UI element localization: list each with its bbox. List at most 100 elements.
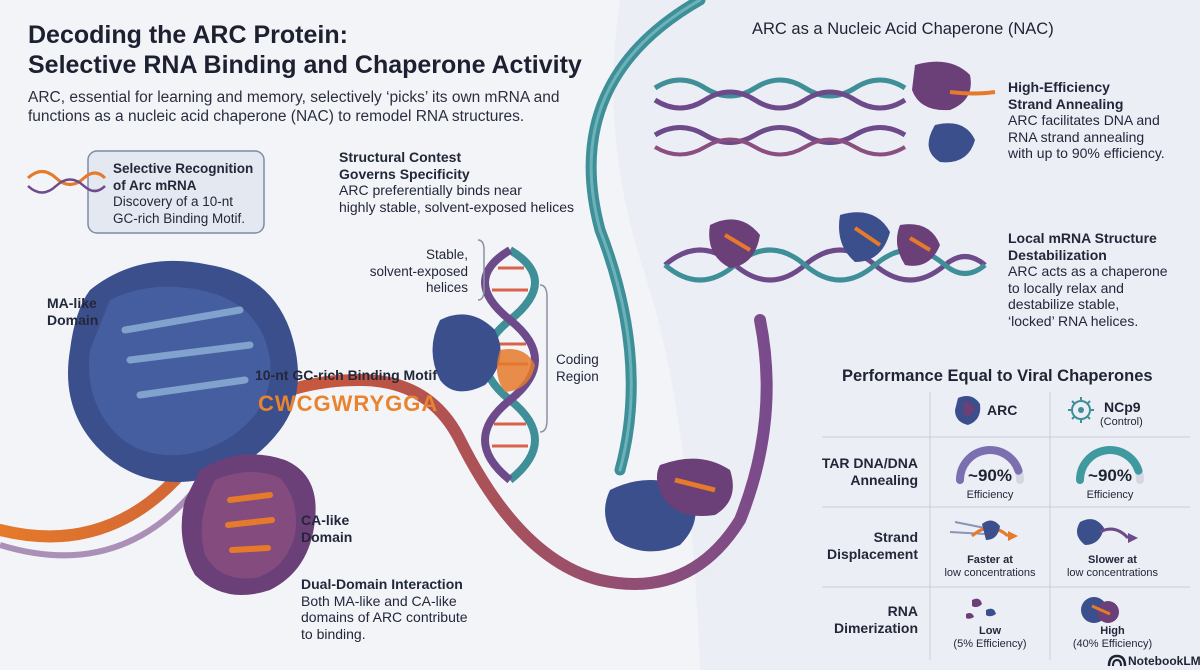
ncp9-annealing-value: ~90% xyxy=(1088,466,1132,485)
rna-strand-icon xyxy=(26,170,107,194)
arc-protein-on-strand xyxy=(605,458,733,552)
arc-displacement-arrow-icon xyxy=(949,520,1018,541)
destabilization-text: Local mRNA Structure Destabilization ARC… xyxy=(1008,230,1168,329)
selective-title-2: of Arc mRNA xyxy=(113,177,197,193)
brand-logo-icon xyxy=(1107,654,1127,667)
coding-label-1: Coding xyxy=(556,352,599,367)
coding-label-2: Region xyxy=(556,368,599,384)
ca-domain-label: CA-like Domain xyxy=(301,512,352,545)
ncp9-displacement-note-2: low concentrations xyxy=(1066,567,1159,579)
col-header-ncp9: NCp9 xyxy=(1104,399,1141,415)
arc-dimerization-note: Low (5% Efficiency) xyxy=(940,625,1040,651)
dual-body-3: to binding. xyxy=(301,625,366,642)
structural-contest-text: Structural Contest Governs Specificity A… xyxy=(339,149,574,215)
ncp9-dimerization-note-2: (40% Efficiency) xyxy=(1072,638,1153,650)
arc-displacement-note-1: Faster at xyxy=(967,554,1013,566)
brand-name: NotebookLM xyxy=(1128,654,1200,668)
destab-title-2: Destabilization xyxy=(1008,246,1107,263)
selective-title-1: Selective Recognition xyxy=(113,161,254,176)
strand-annealing-illustration xyxy=(653,61,996,163)
ncp9-displacement-note: Slower at low concentrations xyxy=(1055,554,1170,580)
annealing-title-2: Strand Annealing xyxy=(1008,95,1124,112)
performance-table-grid xyxy=(822,392,1190,660)
arc-displacement-note-2: low concentrations xyxy=(944,567,1036,579)
annealing-body-3: with up to 90% efficiency. xyxy=(1008,145,1165,161)
coding-region-label: Coding Region xyxy=(556,352,599,385)
ncp9-dimerization-note: High (40% Efficiency) xyxy=(1055,625,1170,651)
stable-label-2: solvent-exposed xyxy=(369,263,468,279)
annealing-title-1: High-Efficiency xyxy=(1008,79,1110,95)
stable-label-3: helices xyxy=(425,280,468,295)
ncp9-displacement-note-1: Slower at xyxy=(1088,554,1137,566)
structural-title-1: Structural Contest xyxy=(339,149,462,165)
row-annealing-label-2: Annealing xyxy=(850,472,918,488)
ca-like-domain-illustration xyxy=(181,454,316,595)
arc-annealing-gauge xyxy=(956,446,1024,484)
annealing-text: High-Efficiency Strand Annealing ARC fac… xyxy=(1008,79,1165,162)
performance-heading: Performance Equal to Viral Chaperones xyxy=(842,367,1153,385)
intro-line-1: ARC, essential for learning and memory, … xyxy=(28,89,560,106)
coding-region-bracket xyxy=(539,284,548,433)
dual-body-1: Both MA-like and CA-like xyxy=(301,592,457,609)
destab-title-1: Local mRNA Structure xyxy=(1008,230,1157,246)
row-annealing-label: TAR DNA/DNA Annealing xyxy=(810,455,918,489)
selective-recognition-box xyxy=(87,150,265,234)
dual-title: Dual-Domain Interaction xyxy=(301,576,463,592)
ca-label-1: CA-like xyxy=(301,512,350,528)
row-dimerization-label-1: RNA xyxy=(887,603,918,619)
selective-recognition-text: Selective Recognition of Arc mRNA Discov… xyxy=(113,161,253,227)
intro-line-2: functions as a nucleic acid chaperone (N… xyxy=(28,108,525,125)
row-displacement-label-1: Strand xyxy=(873,529,918,545)
annealing-body-1: ARC facilitates DNA and xyxy=(1008,112,1160,128)
col-header-ncp9-sub: (Control) xyxy=(1100,416,1143,428)
ncp9-dimerization-icon xyxy=(1081,597,1119,623)
arc-dimerization-note-1: Low xyxy=(979,625,1001,637)
dual-domain-text: Dual-Domain Interaction Both MA-like and… xyxy=(301,576,468,642)
annealing-body-2: RNA strand annealing xyxy=(1008,128,1145,145)
stable-helices-label: Stable, solvent-exposed helices xyxy=(356,247,468,297)
ncp9-dimerization-note-1: High xyxy=(1100,625,1125,637)
structural-body-2: highly stable, solvent-exposed helices xyxy=(339,198,575,215)
col-header-arc: ARC xyxy=(987,402,1018,418)
title-line-1: Decoding the ARC Protein: xyxy=(28,21,348,49)
ma-like-domain-illustration xyxy=(68,260,298,482)
ncp9-annealing-gauge xyxy=(1076,446,1144,484)
selective-body-2: GC-rich Binding Motif. xyxy=(113,210,246,226)
coding-region-helix xyxy=(432,246,539,484)
arc-displacement-note: Faster at low concentrations xyxy=(935,554,1045,580)
ma-label-1: MA-like xyxy=(47,295,97,311)
row-displacement-label-2: Displacement xyxy=(826,546,918,562)
page-title: Decoding the ARC Protein: Selective RNA … xyxy=(28,20,582,80)
motif-label: 10-nt GC-rich Binding Motif xyxy=(255,367,437,383)
virus-icon xyxy=(1068,397,1094,423)
ma-domain-label: MA-like Domain xyxy=(47,295,98,328)
arc-annealing-value: ~90% xyxy=(968,466,1012,485)
row-dimerization-label-2: Dimerization xyxy=(833,620,918,636)
arc-protein-icon xyxy=(955,396,981,425)
destabilization-illustration xyxy=(663,212,987,283)
stable-label-1: Stable, xyxy=(425,247,468,262)
selective-body-1: Discovery of a 10-nt xyxy=(113,194,234,209)
destab-body-3: destabilize stable, xyxy=(1008,296,1120,312)
destab-body-2: to locally relax and xyxy=(1008,279,1124,296)
ncp9-annealing-note: Efficiency xyxy=(1086,489,1134,501)
ncp9-displacement-arrow-icon xyxy=(1076,519,1138,545)
motif-sequence: CWCGWRYGGA xyxy=(258,391,439,416)
structural-body-1: ARC preferentially binds near xyxy=(339,182,522,198)
arc-dimerization-fragments-icon xyxy=(966,598,996,619)
arc-annealing-note: Efficiency xyxy=(966,489,1014,501)
arc-dimerization-note-2: (5% Efficiency) xyxy=(953,638,1027,650)
nac-heading: ARC as a Nucleic Acid Chaperone (NAC) xyxy=(752,20,1054,38)
right-panel-bg xyxy=(613,0,1200,670)
intro-text: ARC, essential for learning and memory, … xyxy=(28,88,560,126)
row-annealing-label-1: TAR DNA/DNA xyxy=(821,455,918,471)
destab-body-4: ‘locked’ RNA helices. xyxy=(1008,312,1139,329)
row-dimerization-label: RNA Dimerization xyxy=(810,603,918,637)
stable-helices-bracket xyxy=(477,239,485,301)
title-line-2: Selective RNA Binding and Chaperone Acti… xyxy=(28,51,582,79)
structural-title-2: Governs Specificity xyxy=(339,165,470,182)
ca-label-2: Domain xyxy=(301,528,353,545)
dual-body-2: domains of ARC contribute xyxy=(301,609,468,625)
destab-body-1: ARC acts as a chaperone xyxy=(1008,263,1168,279)
